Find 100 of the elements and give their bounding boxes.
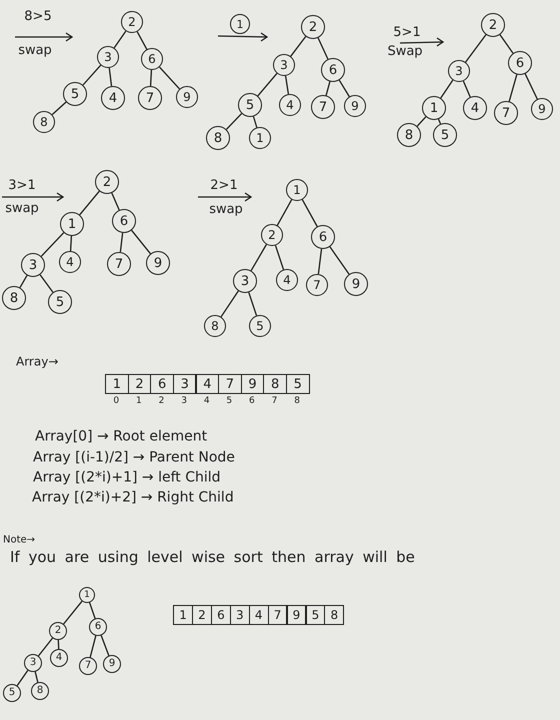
- heap-node: 9: [103, 655, 121, 673]
- heap-node: 4: [276, 269, 298, 291]
- tree-edge: [220, 290, 239, 318]
- heap-node: 3: [448, 60, 470, 82]
- array-cell: 6: [210, 605, 231, 625]
- heap-node: 5: [238, 93, 262, 117]
- inserted-node: 1: [230, 14, 250, 34]
- formula-line: Array [(2*i)+1] → left Child: [33, 470, 221, 486]
- swap-label: swap: [209, 202, 243, 218]
- heap-node: 6: [141, 48, 163, 70]
- comparison-label: 8>5: [24, 10, 52, 24]
- heap-node: 7: [494, 101, 518, 125]
- tree-edge: [150, 70, 152, 86]
- array-index: 4: [204, 397, 210, 407]
- array-index: 3: [181, 397, 187, 407]
- tree-edge: [136, 31, 148, 50]
- array-cell: 1: [173, 605, 194, 625]
- tree-edge: [464, 34, 486, 63]
- tree-edge: [90, 636, 96, 658]
- tree-edge: [40, 274, 54, 293]
- array-index: 0: [113, 397, 120, 407]
- array-cell: 2: [192, 605, 212, 625]
- array-cell: 1: [105, 374, 129, 394]
- tree-edge: [79, 190, 100, 216]
- heap-node: 7: [138, 86, 162, 110]
- array-cell: 8: [263, 374, 288, 394]
- array-cell: 4: [195, 374, 220, 394]
- heap-node: 4: [59, 251, 81, 273]
- heap-node: 4: [463, 96, 487, 120]
- tree-edge: [159, 66, 180, 90]
- heap-node: 7: [306, 274, 328, 296]
- heap-node: 9: [146, 251, 170, 275]
- heap-node: 3: [233, 269, 257, 293]
- tree-edge: [63, 600, 82, 624]
- tree-edge: [462, 80, 471, 98]
- array-cell: 2: [128, 374, 152, 394]
- array-index: 1: [136, 397, 142, 407]
- heap-node: 8: [204, 315, 226, 337]
- formula-line: Array [(i-1)/2] → Parent Node: [33, 450, 235, 466]
- heap-node: 1: [422, 96, 446, 120]
- tree-edge: [19, 275, 28, 288]
- heap-node: 6: [89, 618, 107, 636]
- heap-node: 6: [508, 51, 532, 75]
- tree-edge: [250, 244, 267, 272]
- heap-node: 2: [121, 11, 143, 33]
- tree-edge: [70, 236, 72, 252]
- heap-node: 7: [311, 95, 335, 119]
- tree-edge: [252, 116, 258, 128]
- heap-node: 3: [24, 654, 42, 672]
- heap-node: 9: [344, 95, 366, 117]
- array-index: 5: [226, 397, 232, 407]
- tree-edge: [257, 72, 278, 96]
- heap-node: 1: [249, 127, 271, 149]
- heap-node: 1: [286, 179, 308, 201]
- heap-node: 5: [48, 290, 72, 314]
- tree-edge: [226, 113, 242, 130]
- tree-edge: [302, 199, 318, 227]
- heap-node: 2: [481, 13, 505, 37]
- tree-edge: [318, 38, 328, 60]
- array-cell: 7: [218, 374, 242, 394]
- array-cell: 5: [286, 374, 310, 394]
- tree-edge: [82, 64, 102, 86]
- heap-node: 4: [101, 86, 125, 110]
- heap-node: 8: [2, 286, 26, 310]
- tree-edge: [499, 34, 514, 54]
- heap-node: 1: [79, 587, 95, 603]
- tree-edge: [276, 199, 292, 226]
- array-index: 2: [158, 397, 164, 407]
- array-heading: Array→: [16, 355, 58, 369]
- tree-edge: [108, 68, 112, 86]
- array-cell: 7: [268, 605, 288, 625]
- array-index: 6: [249, 397, 255, 407]
- tree-edge: [120, 232, 124, 252]
- array-index: 8: [294, 397, 300, 407]
- tree-edge: [284, 76, 290, 94]
- comparison-label: 2>1: [210, 178, 238, 194]
- heap-node: 5: [249, 315, 271, 337]
- tree-edge: [508, 74, 518, 102]
- heap-node: 2: [301, 15, 325, 39]
- heap-node: 2: [95, 170, 119, 194]
- heap-node: 1: [60, 212, 84, 236]
- comparison-label: 5>1: [393, 26, 421, 40]
- note-heading: Note→: [3, 534, 36, 546]
- heap-node: 3: [21, 253, 45, 277]
- tree-edge: [111, 192, 120, 210]
- tree-edge: [131, 230, 151, 254]
- swap-label: Swap: [387, 44, 423, 60]
- heap-node: 3: [97, 46, 119, 68]
- note-text: If you are using level wise sort then array will be: [10, 548, 415, 566]
- tree-edge: [329, 246, 350, 275]
- heap-node: 2: [261, 224, 283, 246]
- tree-edge: [248, 292, 258, 316]
- tree-edge: [274, 245, 284, 270]
- tree-edge: [290, 36, 306, 57]
- heap-node: 8: [31, 682, 49, 700]
- swap-label: swap: [18, 44, 52, 58]
- tree-edge: [16, 670, 28, 686]
- heap-node: 5: [63, 82, 87, 106]
- array-cell: 5: [305, 605, 326, 625]
- tree-edge: [38, 638, 54, 656]
